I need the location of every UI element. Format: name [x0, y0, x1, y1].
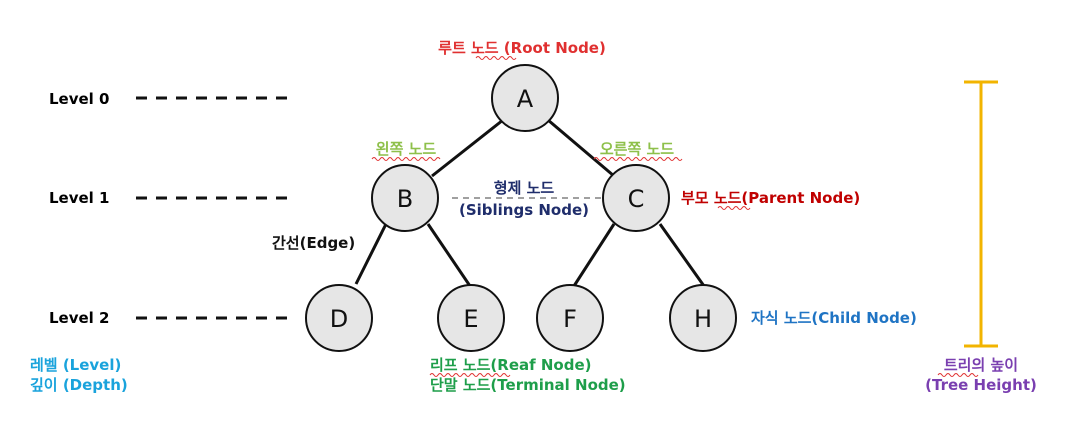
level-2-label: Level 2: [49, 309, 109, 327]
node-c: C: [602, 164, 670, 232]
node-e: E: [437, 284, 505, 352]
node-a-circle: [491, 64, 559, 132]
node-e-label: E: [463, 305, 478, 333]
leaf-node-label-line1: 리프 노드(Reaf Node): [430, 356, 592, 374]
node-h-circle: [669, 284, 737, 352]
edge-c-h: [658, 223, 706, 287]
node-c-circle: [602, 164, 670, 232]
tree-height-label-line1: 트리의 높이: [944, 356, 1018, 374]
node-f-label: F: [563, 305, 577, 333]
siblings-node-label-line1: 형제 노드: [494, 179, 555, 197]
node-a-label: A: [517, 85, 534, 113]
node-h: H: [669, 284, 737, 352]
node-a: A: [491, 64, 559, 132]
edge-b-e: [426, 223, 472, 287]
spellcheck-underline: [717, 206, 751, 210]
spellcheck-underline: [371, 157, 441, 161]
parent-node-label: 부모 노드(Parent Node): [681, 189, 860, 207]
child-node-label: 자식 노드(Child Node): [751, 309, 917, 327]
level-legend-line1: 레벨 (Level): [30, 356, 121, 374]
level-legend-line2: 깊이 (Depth): [30, 376, 128, 394]
spellcheck-underline: [593, 157, 683, 161]
edge-c-f: [572, 223, 616, 287]
edge-label: 간선(Edge): [272, 234, 355, 252]
node-b-circle: [371, 164, 439, 232]
leaf-node-label-line2: 단말 노드(Terminal Node): [430, 376, 626, 394]
tree-height-label-line2: (Tree Height): [925, 376, 1037, 394]
level-1-label: Level 1: [49, 189, 109, 207]
node-d: D: [305, 284, 373, 352]
siblings-node-label-line2: (Siblings Node): [459, 201, 589, 219]
edge-b-d: [354, 223, 388, 285]
level-0-label: Level 0: [49, 90, 109, 108]
spellcheck-underline: [429, 373, 511, 377]
spellcheck-underline: [475, 56, 517, 60]
node-h-label: H: [694, 305, 712, 333]
left-node-label: 왼쪽 노드: [376, 140, 437, 158]
node-d-label: D: [330, 305, 348, 333]
edge-a-b: [431, 118, 504, 178]
node-f: F: [536, 284, 604, 352]
spellcheck-underline: [937, 373, 979, 377]
node-b: B: [371, 164, 439, 232]
node-f-circle: [536, 284, 604, 352]
node-b-label: B: [397, 185, 413, 213]
tree-edges: [354, 118, 706, 287]
node-e-circle: [437, 284, 505, 352]
right-node-label: 오른쪽 노드: [600, 140, 674, 158]
tree-height-bar: [964, 80, 998, 348]
node-d-circle: [305, 284, 373, 352]
root-node-label: 루트 노드 (Root Node): [438, 39, 606, 57]
node-c-label: C: [628, 185, 645, 213]
edge-a-c: [547, 118, 615, 178]
